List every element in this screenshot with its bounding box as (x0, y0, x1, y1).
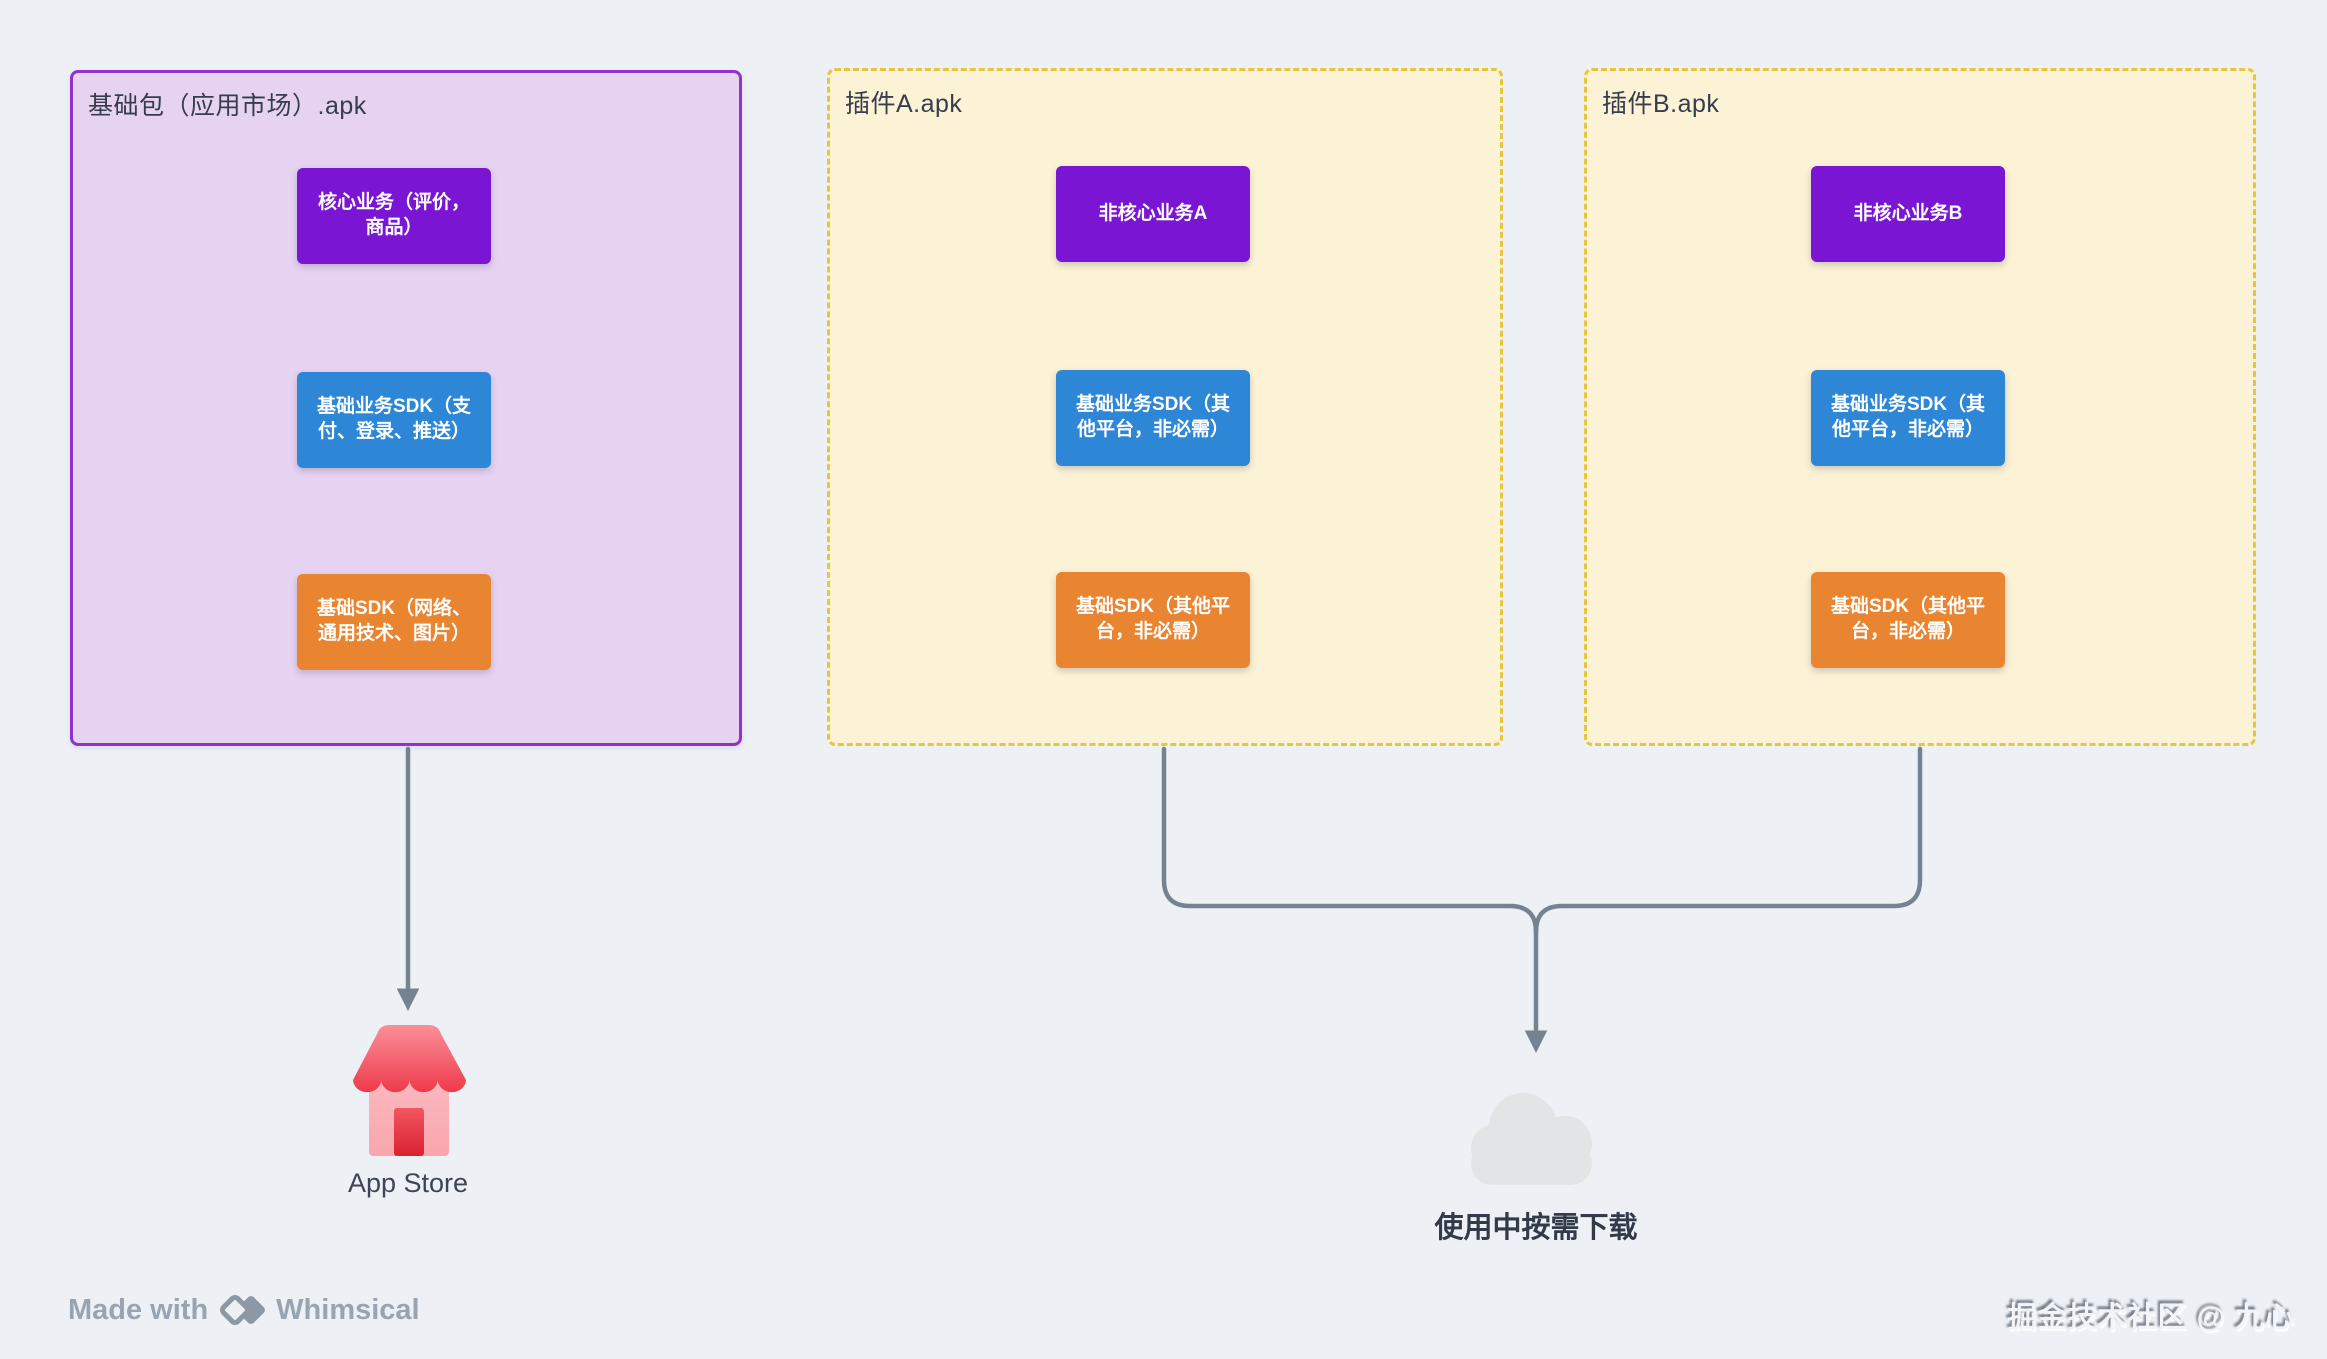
made-with-whimsical-link[interactable]: Made with Whimsical (68, 1290, 420, 1330)
node-base-business-sdk-a[interactable]: 基础业务SDK（其他平台，非必需） (1056, 370, 1250, 466)
node-base-business-sdk-label: 基础业务SDK（支付、登录、推送） (316, 396, 472, 442)
connector-pluginA-branch (1161, 746, 1539, 935)
store-awning (353, 1025, 466, 1093)
node-base-business-sdk-b-label: 基础业务SDK（其他平台，非必需） (1830, 394, 1986, 440)
node-noncore-business-a[interactable]: 非核心业务A (1056, 166, 1250, 262)
whimsical-brand-text: Whimsical (276, 1293, 420, 1326)
node-noncore-business-b[interactable]: 非核心业务B (1811, 166, 2005, 262)
node-base-sdk-a[interactable]: 基础SDK（其他平台，非必需） (1056, 572, 1250, 668)
node-base-sdk-b-label: 基础SDK（其他平台，非必需） (1830, 596, 1986, 642)
container-plugin-b-title: 插件B.apk (1602, 90, 1720, 118)
container-base-package[interactable]: 基础包（应用市场）.apk 核心业务（评价，商品） 基础业务SDK（支付、登录、… (70, 70, 742, 746)
node-core-business-label: 核心业务（评价，商品） (317, 192, 470, 238)
node-base-business-sdk[interactable]: 基础业务SDK（支付、登录、推送） (297, 372, 491, 468)
community-watermark: 掘金技术社区 @ 九心 (2007, 1302, 2295, 1334)
container-plugin-a[interactable]: 插件A.apk 非核心业务A 基础业务SDK（其他平台，非必需） 基础SDK（其… (827, 68, 1503, 746)
node-base-business-sdk-a-label: 基础业务SDK（其他平台，非必需） (1075, 394, 1231, 440)
made-with-text: Made with (68, 1293, 209, 1326)
app-store-icon[interactable] (333, 1022, 485, 1164)
node-base-sdk-label: 基础SDK（网络、通用技术、图片） (316, 598, 472, 644)
node-noncore-business-b-label: 非核心业务B (1853, 202, 1963, 224)
node-base-sdk[interactable]: 基础SDK（网络、通用技术、图片） (297, 574, 491, 670)
node-base-sdk-b[interactable]: 基础SDK（其他平台，非必需） (1811, 572, 2005, 668)
node-core-business[interactable]: 核心业务（评价，商品） (297, 168, 491, 264)
cloud-icon[interactable] (1468, 1085, 1606, 1187)
node-base-business-sdk-b[interactable]: 基础业务SDK（其他平台，非必需） (1811, 370, 2005, 466)
container-base-package-title: 基础包（应用市场）.apk (88, 92, 367, 120)
cloud-label: 使用中按需下载 (1434, 1212, 1638, 1244)
store-door (394, 1108, 424, 1156)
cloud-shape (1471, 1093, 1592, 1185)
app-store-label: App Store (347, 1168, 469, 1198)
connector-pluginB-branch (1533, 746, 1923, 935)
whimsical-logo-icon (220, 1295, 266, 1325)
node-base-sdk-a-label: 基础SDK（其他平台，非必需） (1075, 596, 1231, 642)
node-noncore-business-a-label: 非核心业务A (1098, 202, 1208, 224)
container-plugin-a-title: 插件A.apk (845, 90, 963, 118)
container-plugin-b[interactable]: 插件B.apk 非核心业务B 基础业务SDK（其他平台，非必需） 基础SDK（其… (1584, 68, 2256, 746)
